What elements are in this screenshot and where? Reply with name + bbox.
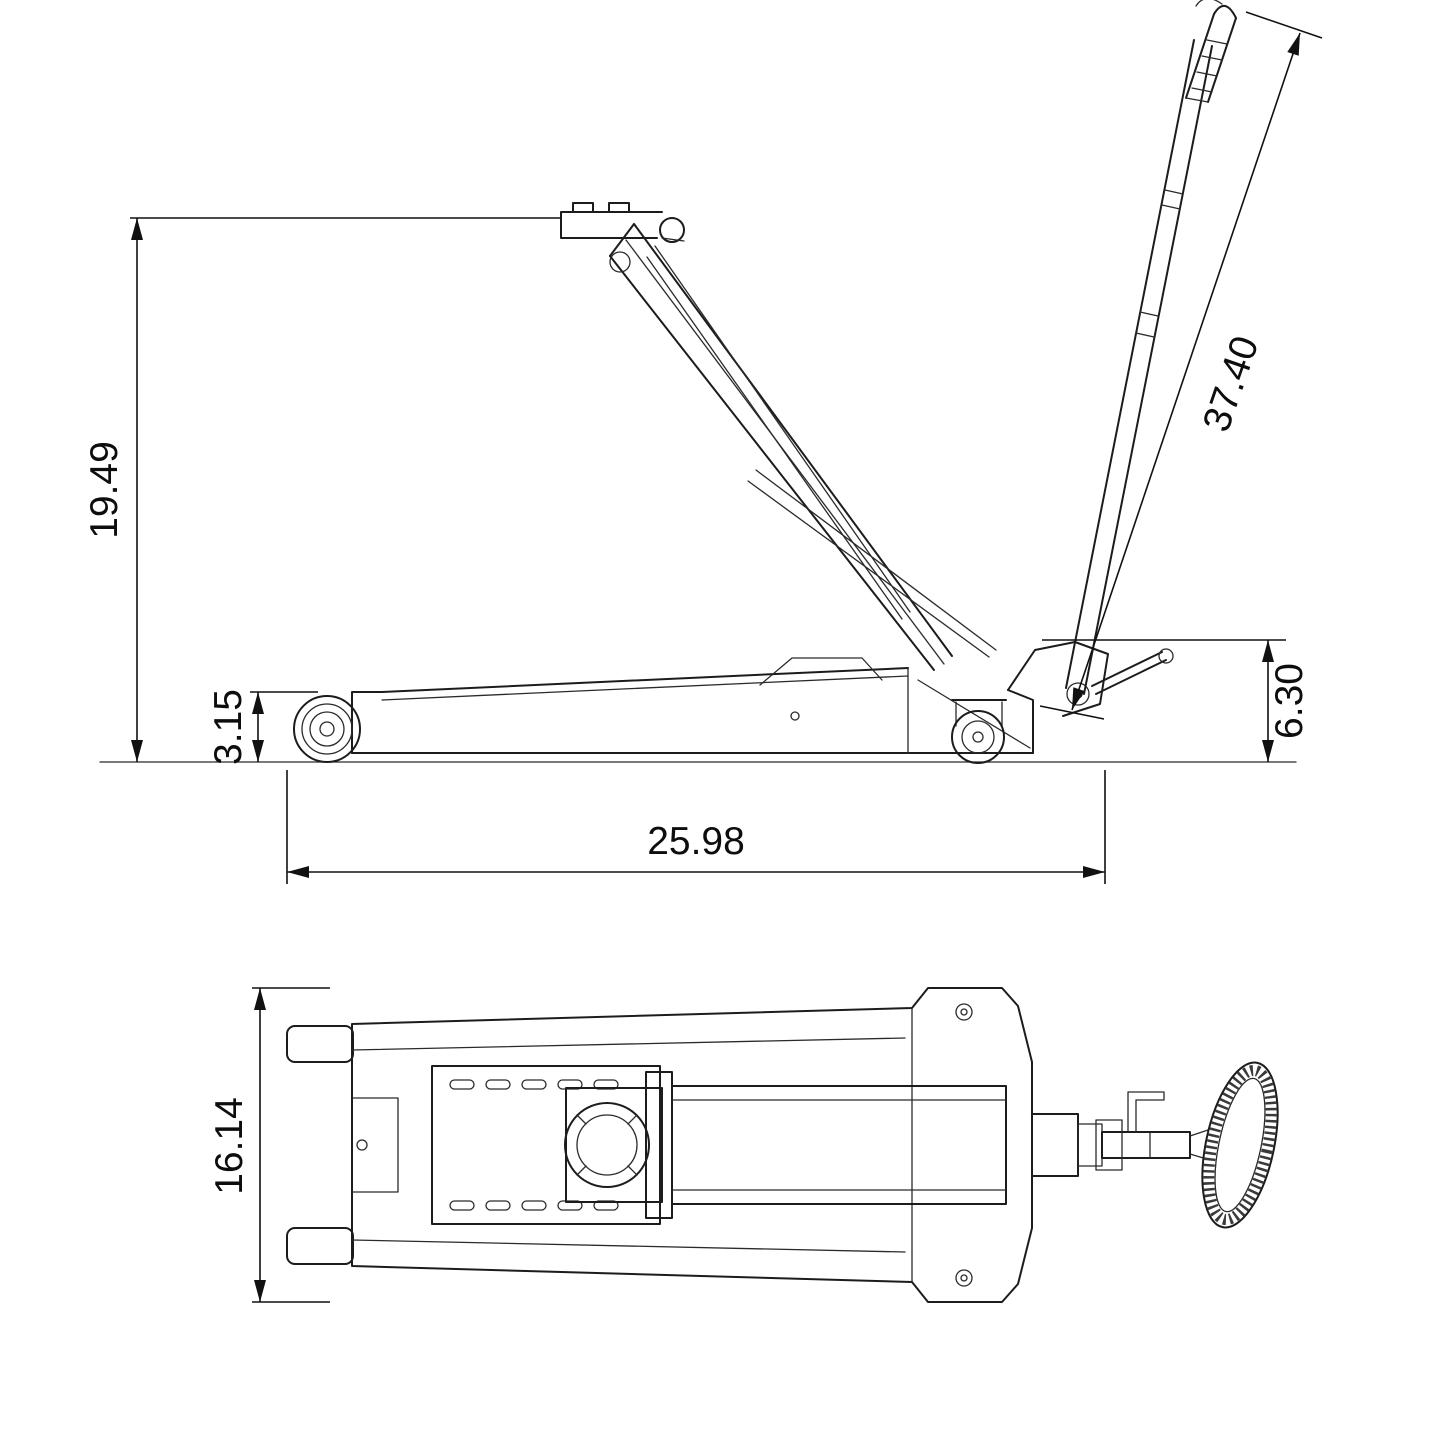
lift-arm [609, 223, 997, 671]
dimension-min-height: 3.15 [207, 689, 318, 765]
top-lift-arm [431, 1065, 1007, 1225]
top-front-wheels [286, 1025, 354, 1265]
handle-grip-loop [1201, 1061, 1279, 1229]
dim-label-handle-length: 37.40 [1195, 331, 1267, 437]
chassis-side [351, 657, 1034, 754]
dimension-overall-width: 16.14 [208, 987, 330, 1303]
rear-caster [951, 699, 1007, 764]
front-wheel [293, 695, 361, 763]
dim-label-max-lift-height: 19.49 [83, 441, 126, 539]
dimension-handle-length: 37.40 [1039, 11, 1323, 720]
dimension-base-length: 25.98 [286, 770, 1106, 884]
dim-label-min-height: 3.15 [207, 689, 250, 765]
handle-yoke [1007, 641, 1174, 717]
dim-label-base-length: 25.98 [647, 820, 745, 863]
top-handle [1031, 1061, 1279, 1229]
dimension-max-lift-height: 19.49 [83, 217, 560, 762]
side-view [99, 0, 1297, 764]
saddle [560, 202, 685, 273]
top-frame [351, 987, 1033, 1303]
dimension-handle-pivot-height: 6.30 [1042, 639, 1311, 762]
handle-shaft [1065, 0, 1237, 695]
dim-label-handle-pivot-height: 6.30 [1268, 663, 1311, 739]
top-view [286, 987, 1279, 1303]
dim-label-overall-width: 16.14 [208, 1097, 251, 1195]
